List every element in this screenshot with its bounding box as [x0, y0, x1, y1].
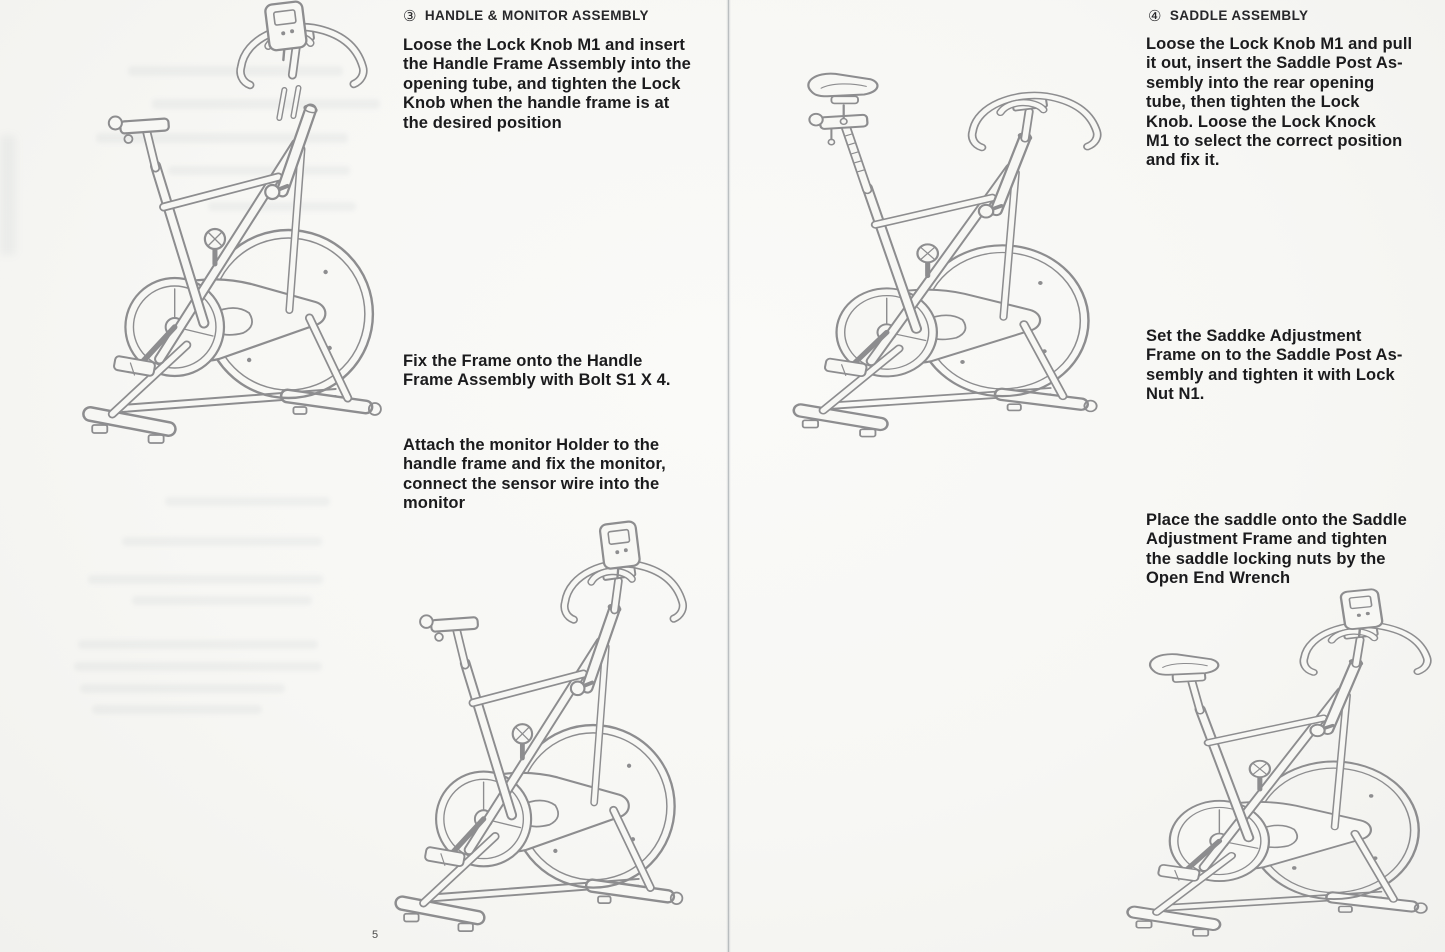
bleed-through-smudge [92, 705, 262, 714]
step-text-place-saddle: Place the saddle onto the Saddle Adjustm… [1146, 511, 1407, 588]
step-text-attach-monitor: Attach the monitor Holder to the handle … [403, 436, 666, 513]
circled-number-4: ④ [1148, 7, 1162, 25]
handle-frame-assembly [564, 564, 682, 620]
handle-frame-assembly [972, 95, 1097, 147]
bleed-through-smudge [122, 537, 322, 546]
page-number: 5 [372, 929, 379, 941]
saddle-adjustment-bracket [109, 117, 169, 169]
step-text-saddle-adjustment-frame: Set the Saddke Adjustment Frame on to th… [1146, 327, 1403, 404]
section-title: HANDLE & MONITOR ASSEMBLY [424, 8, 649, 23]
bleed-through-smudge [74, 662, 322, 671]
figure-bike-exploded-handlebar [58, 0, 390, 443]
bleed-through-smudge [165, 497, 330, 506]
saddle [1150, 654, 1218, 711]
bleed-through-smudge [132, 596, 312, 605]
monitor-holder [263, 0, 309, 62]
bleed-through-smudge [88, 575, 323, 584]
bleed-through-smudge [80, 684, 285, 693]
bleed-through-smudge [0, 135, 16, 255]
figure-bike-exploded-saddle [772, 72, 1110, 441]
page-fold [726, 0, 731, 952]
figure-bike-assembled [1106, 587, 1440, 940]
section-heading-saddle: ④ SADDLE ASSEMBLY [1148, 6, 1309, 25]
circled-number-3: ③ [403, 7, 417, 25]
step-text-insert-saddle-post: Loose the Lock Knob M1 and pull it out, … [1146, 35, 1413, 170]
step-text-insert-handle-frame: Loose the Lock Knob M1 and insert the Ha… [403, 36, 691, 132]
bike-frame [402, 603, 682, 931]
section-title: SADDLE ASSEMBLY [1169, 8, 1309, 23]
section-heading-handle-monitor: ③ HANDLE & MONITOR ASSEMBLY [403, 6, 649, 25]
saddle-adjustment-bracket [420, 615, 478, 665]
step-text-fix-frame-bolts: Fix the Frame onto the Handle Frame Asse… [403, 352, 671, 390]
bike-frame [90, 104, 381, 443]
saddle-post-assembly [809, 114, 867, 190]
handle-frame-assembly [1304, 625, 1428, 672]
figure-bike-with-monitor [375, 519, 695, 936]
bike-frame [801, 132, 1097, 436]
handle-insert-posts [279, 88, 298, 118]
bike-frame [1134, 659, 1427, 936]
bleed-through-smudge [78, 640, 318, 649]
